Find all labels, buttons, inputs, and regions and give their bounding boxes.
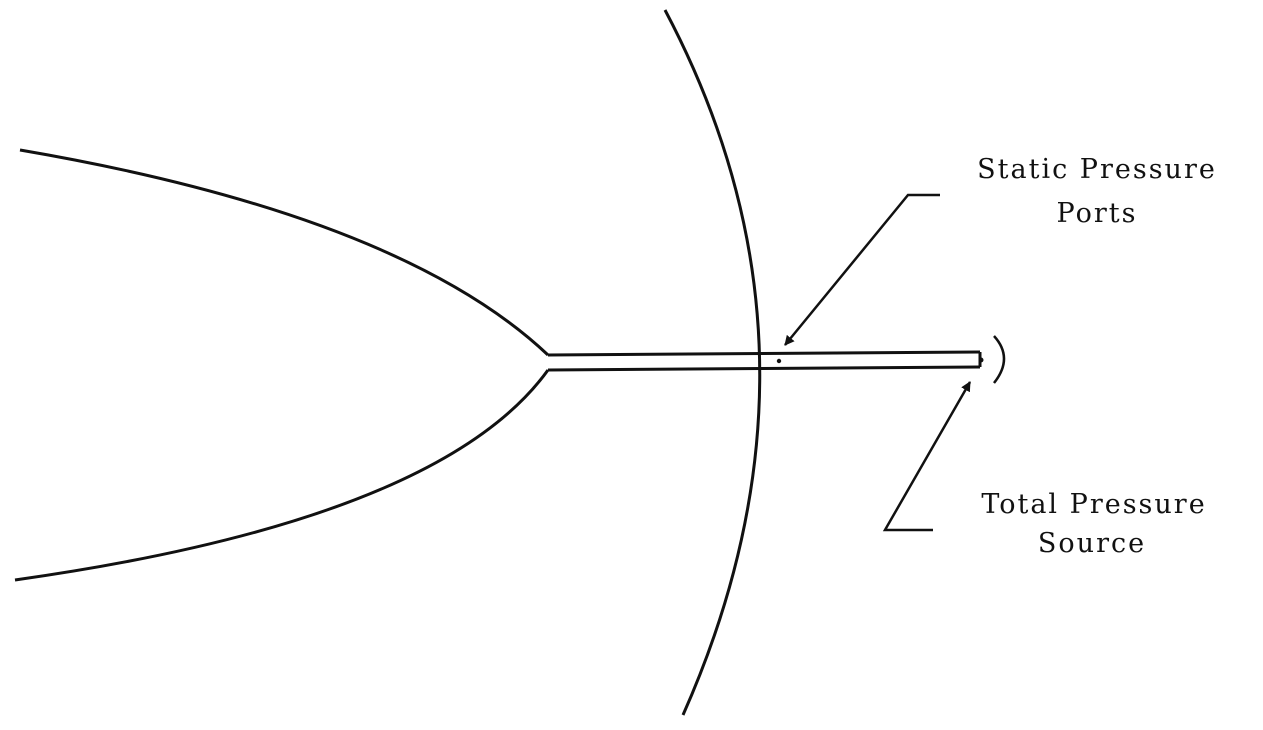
static-pressure-label-line1: Static Pressure <box>977 154 1217 185</box>
shock-wave-curve <box>663 9 762 716</box>
static-pressure-label-line2: Ports <box>1057 198 1138 229</box>
body-lower-contour <box>14 369 550 582</box>
inflow-paren <box>993 335 1006 384</box>
static-port-dot <box>776 358 782 364</box>
probe-tube-top <box>547 350 981 357</box>
body-upper-contour <box>19 148 550 357</box>
total-pressure-label-line1: Total Pressure <box>981 489 1206 520</box>
total-pressure-leader <box>882 381 972 532</box>
probe-tube-bottom <box>547 365 981 372</box>
static-pressure-leader <box>784 193 940 346</box>
total-pressure-label-line2: Source <box>1038 528 1146 559</box>
probe-tip-marker <box>978 357 984 363</box>
